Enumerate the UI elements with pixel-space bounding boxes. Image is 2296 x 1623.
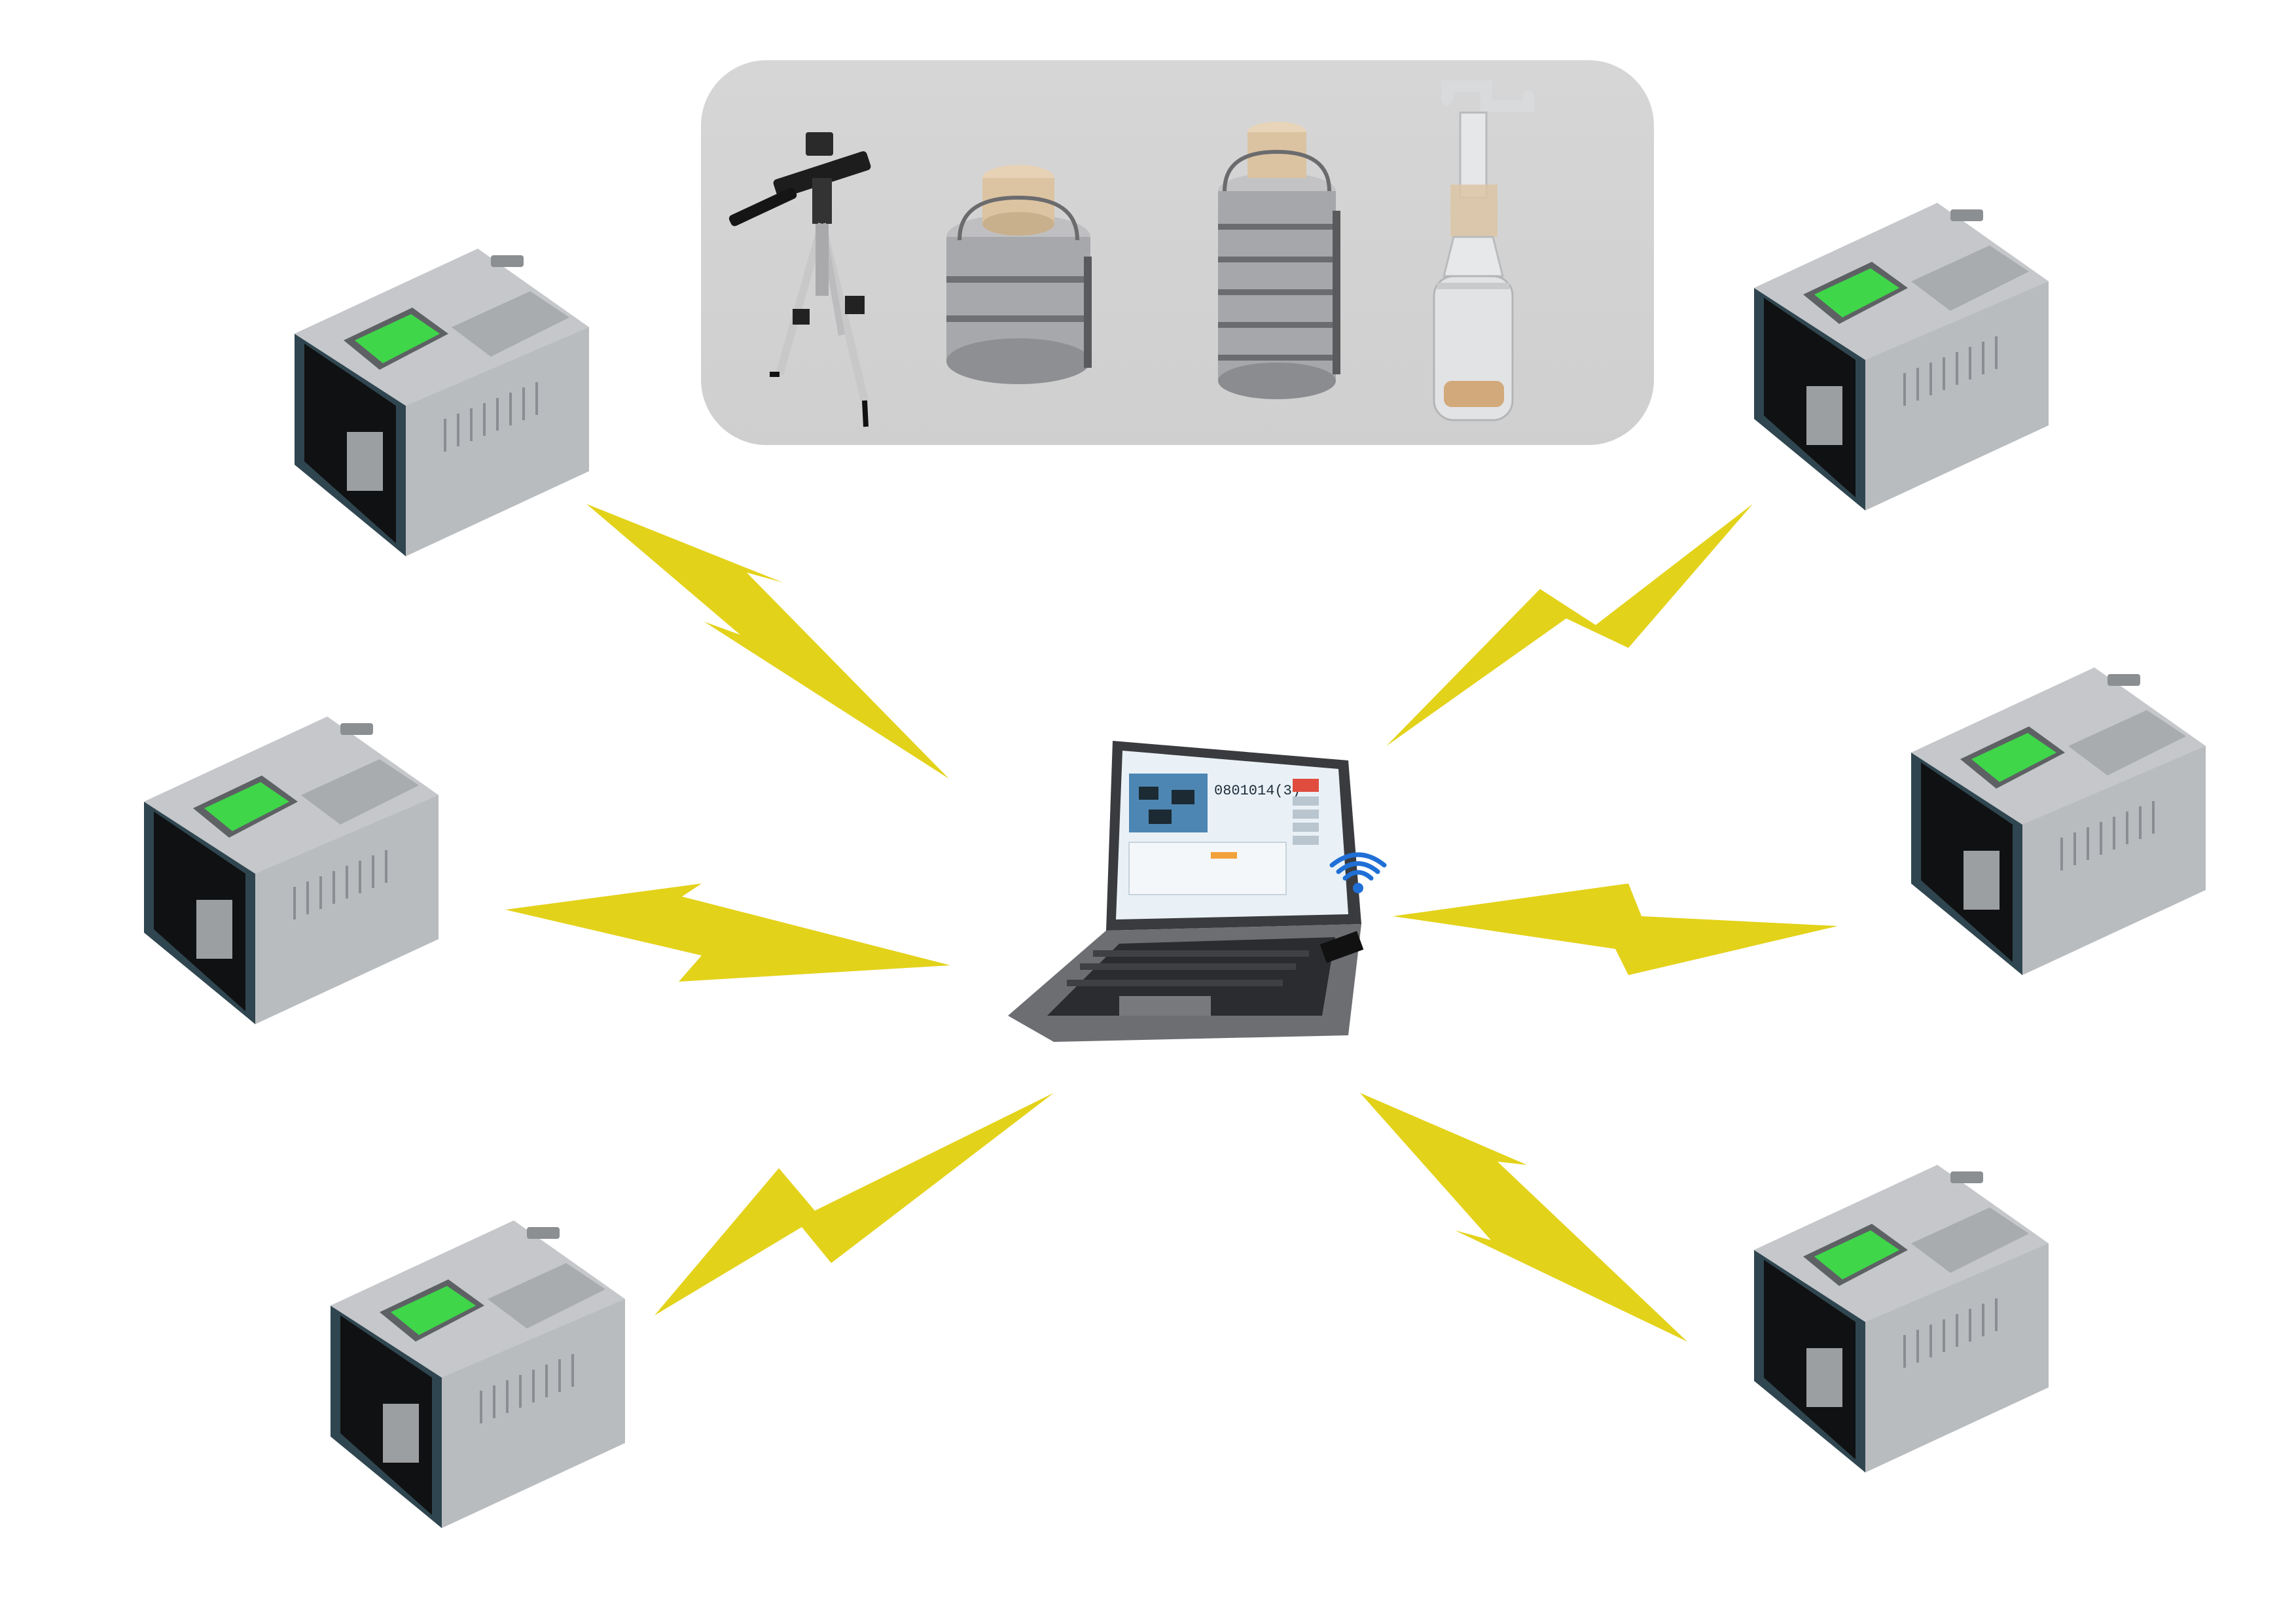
lightning-bolt-mid-right [1393,870,1838,982]
sampler-bottom-left [317,1207,632,1528]
lightning-bolt-bottom-left [655,1093,1054,1315]
lightning-bolt-top-left [586,504,949,779]
impinger-bottle-icon [1433,80,1535,421]
accessory-panel [701,60,1654,445]
laptop-screen-code: 0801014(3) [1214,783,1300,799]
lightning-bolt-mid-left [505,877,950,988]
filter-holder-stacked-icon [1218,122,1340,399]
lightning-bolt-top-right [1386,504,1753,746]
filter-holder-small-icon [946,165,1092,384]
wifi-icon [1329,852,1387,881]
sampler-bottom-right [1741,1152,2055,1472]
lightning-bolt-bottom-right [1360,1093,1687,1342]
sampler-top-left [281,236,596,556]
sampler-mid-left [131,704,445,1024]
sampler-top-right [1741,190,2055,510]
sampler-mid-right [1898,654,2212,975]
laptop-computer: 0801014(3) [982,728,1387,1068]
tripod-icon [728,132,871,427]
